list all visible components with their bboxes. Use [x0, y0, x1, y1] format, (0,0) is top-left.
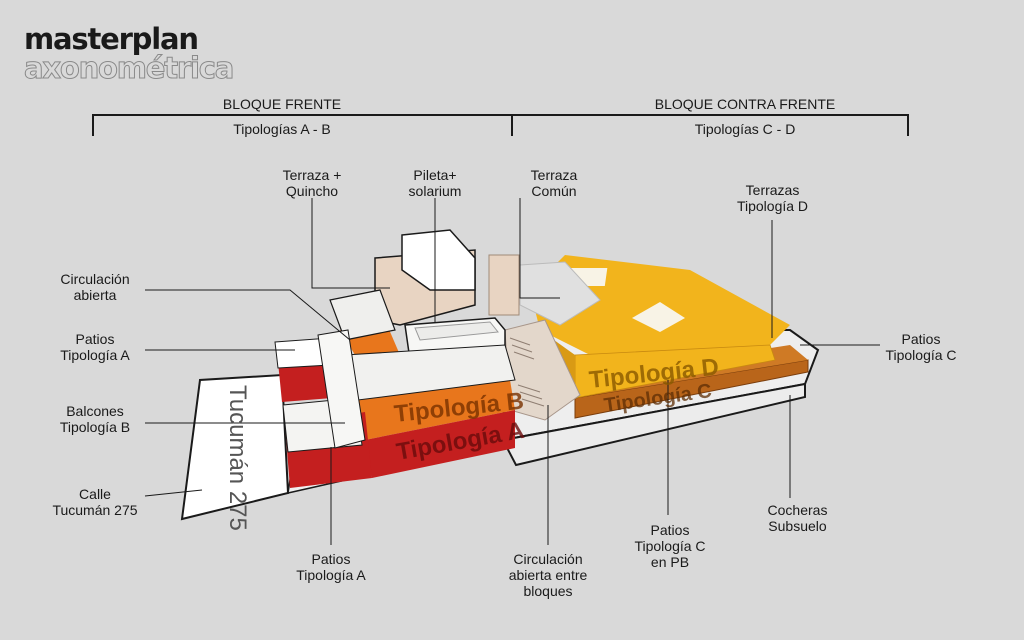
leader-terraza-quincho — [311, 198, 390, 289]
block-back-types: Tipologías C - D — [694, 121, 796, 137]
callout-patios-a-left: Patios Tipología A — [60, 331, 130, 363]
callout-circulacion: Circulación abierta — [60, 271, 130, 303]
tipologia-a-front — [365, 410, 515, 478]
callout-patios-c-pb: Patios Tipología C en PB — [634, 522, 706, 570]
callout-pileta: Pileta+ solarium — [408, 167, 462, 199]
callout-patios-a-bottom: Patios Tipología A — [296, 551, 366, 583]
bracket-back — [512, 114, 909, 136]
callout-terraza-comun: Terraza Común — [530, 167, 578, 199]
leader-lines — [144, 198, 880, 545]
label-street: Tucumán 275 — [224, 385, 251, 531]
callout-circulacion-entre: Circulación abierta entre bloques — [508, 551, 588, 599]
terrace-d-cutout-2 — [632, 302, 685, 332]
callout-cocheras: Cocheras Subsuelo — [767, 502, 828, 534]
back-stair-core — [488, 254, 520, 316]
block-front-types: Tipologías A - B — [233, 121, 331, 137]
block-brackets — [92, 114, 909, 136]
leader-circulacion — [145, 289, 351, 341]
quincho-box — [401, 229, 476, 291]
leader-terraza-comun — [519, 198, 560, 299]
page-subtitle: axonométrica — [23, 51, 234, 85]
bracket-front — [92, 114, 513, 136]
page-title: masterplan — [24, 22, 199, 56]
pileta-water — [414, 321, 499, 341]
block-back-label: BLOQUE CONTRA FRENTE — [654, 96, 836, 112]
callout-patios-c-right: Patios Tipología C — [885, 331, 957, 363]
callout-terraza-quincho: Terraza + Quincho — [282, 167, 342, 199]
callout-terrazas-d: Terrazas Tipología D — [736, 182, 809, 214]
stairs — [509, 337, 545, 407]
front-tower-white — [317, 329, 366, 449]
callout-balcones-b: Balcones Tipología B — [59, 403, 131, 435]
callout-calle: Calle Tucumán 275 — [52, 486, 138, 518]
block-front-label: BLOQUE FRENTE — [222, 96, 342, 112]
patios-a-left-red — [278, 362, 332, 402]
upper-white-volume — [329, 289, 396, 341]
leader-calle — [144, 489, 203, 497]
